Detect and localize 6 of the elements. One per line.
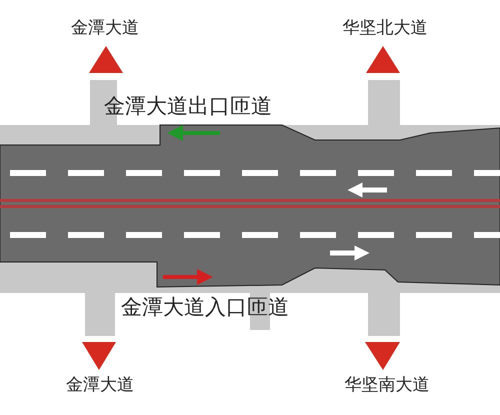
ramp-name: 金潭大道出口匝道 <box>104 96 272 117</box>
ramp-name: 金潭大道入口匝道 <box>121 297 289 318</box>
road-name: 华坚南大道 <box>344 377 430 394</box>
road-name: 金潭大道 <box>71 20 139 37</box>
road-name: 金潭大道 <box>66 377 134 394</box>
road-name: 华坚北大道 <box>342 20 428 37</box>
